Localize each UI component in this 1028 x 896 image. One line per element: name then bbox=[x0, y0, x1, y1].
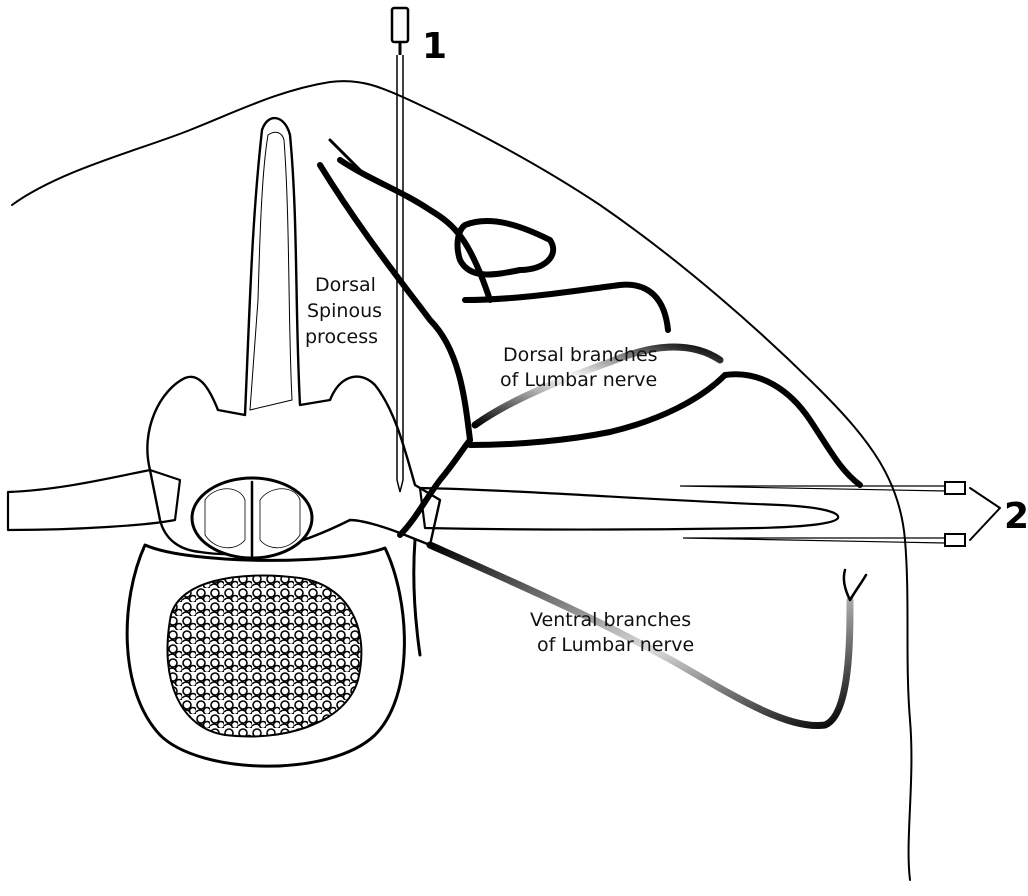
dorsal-branch-lateral bbox=[725, 374, 860, 485]
vertebral-body-cancellous bbox=[167, 575, 361, 736]
skin-contour bbox=[12, 81, 911, 880]
needle-2-bracket bbox=[970, 488, 1000, 540]
needle-1-marker: 1 bbox=[422, 26, 447, 67]
ventral-branch-tip bbox=[844, 570, 866, 600]
dorsal-branch-loop bbox=[458, 221, 554, 274]
needle-2-marker: 2 bbox=[1004, 496, 1028, 537]
left-transverse-process bbox=[8, 470, 180, 530]
label-dorsal-spinous-2: Spinous bbox=[307, 300, 382, 322]
label-dorsal-spinous-1: Dorsal bbox=[315, 274, 376, 296]
label-dorsal-spinous-3: process bbox=[305, 326, 378, 348]
nerve-hanging-branch bbox=[414, 540, 420, 655]
label-ventral-branches-1: Ventral branches bbox=[530, 609, 691, 631]
label-dorsal-branches-2: of Lumbar nerve bbox=[500, 369, 657, 391]
needle-2-lower bbox=[683, 534, 965, 546]
needle-2-upper bbox=[680, 482, 965, 494]
label-ventral-branches-2: of Lumbar nerve bbox=[537, 634, 694, 656]
spinous-process-hatching bbox=[250, 132, 292, 410]
label-dorsal-branches-1: Dorsal branches bbox=[503, 344, 658, 366]
dorsal-branch-upper-right bbox=[465, 285, 668, 330]
right-transverse-process bbox=[420, 488, 838, 530]
